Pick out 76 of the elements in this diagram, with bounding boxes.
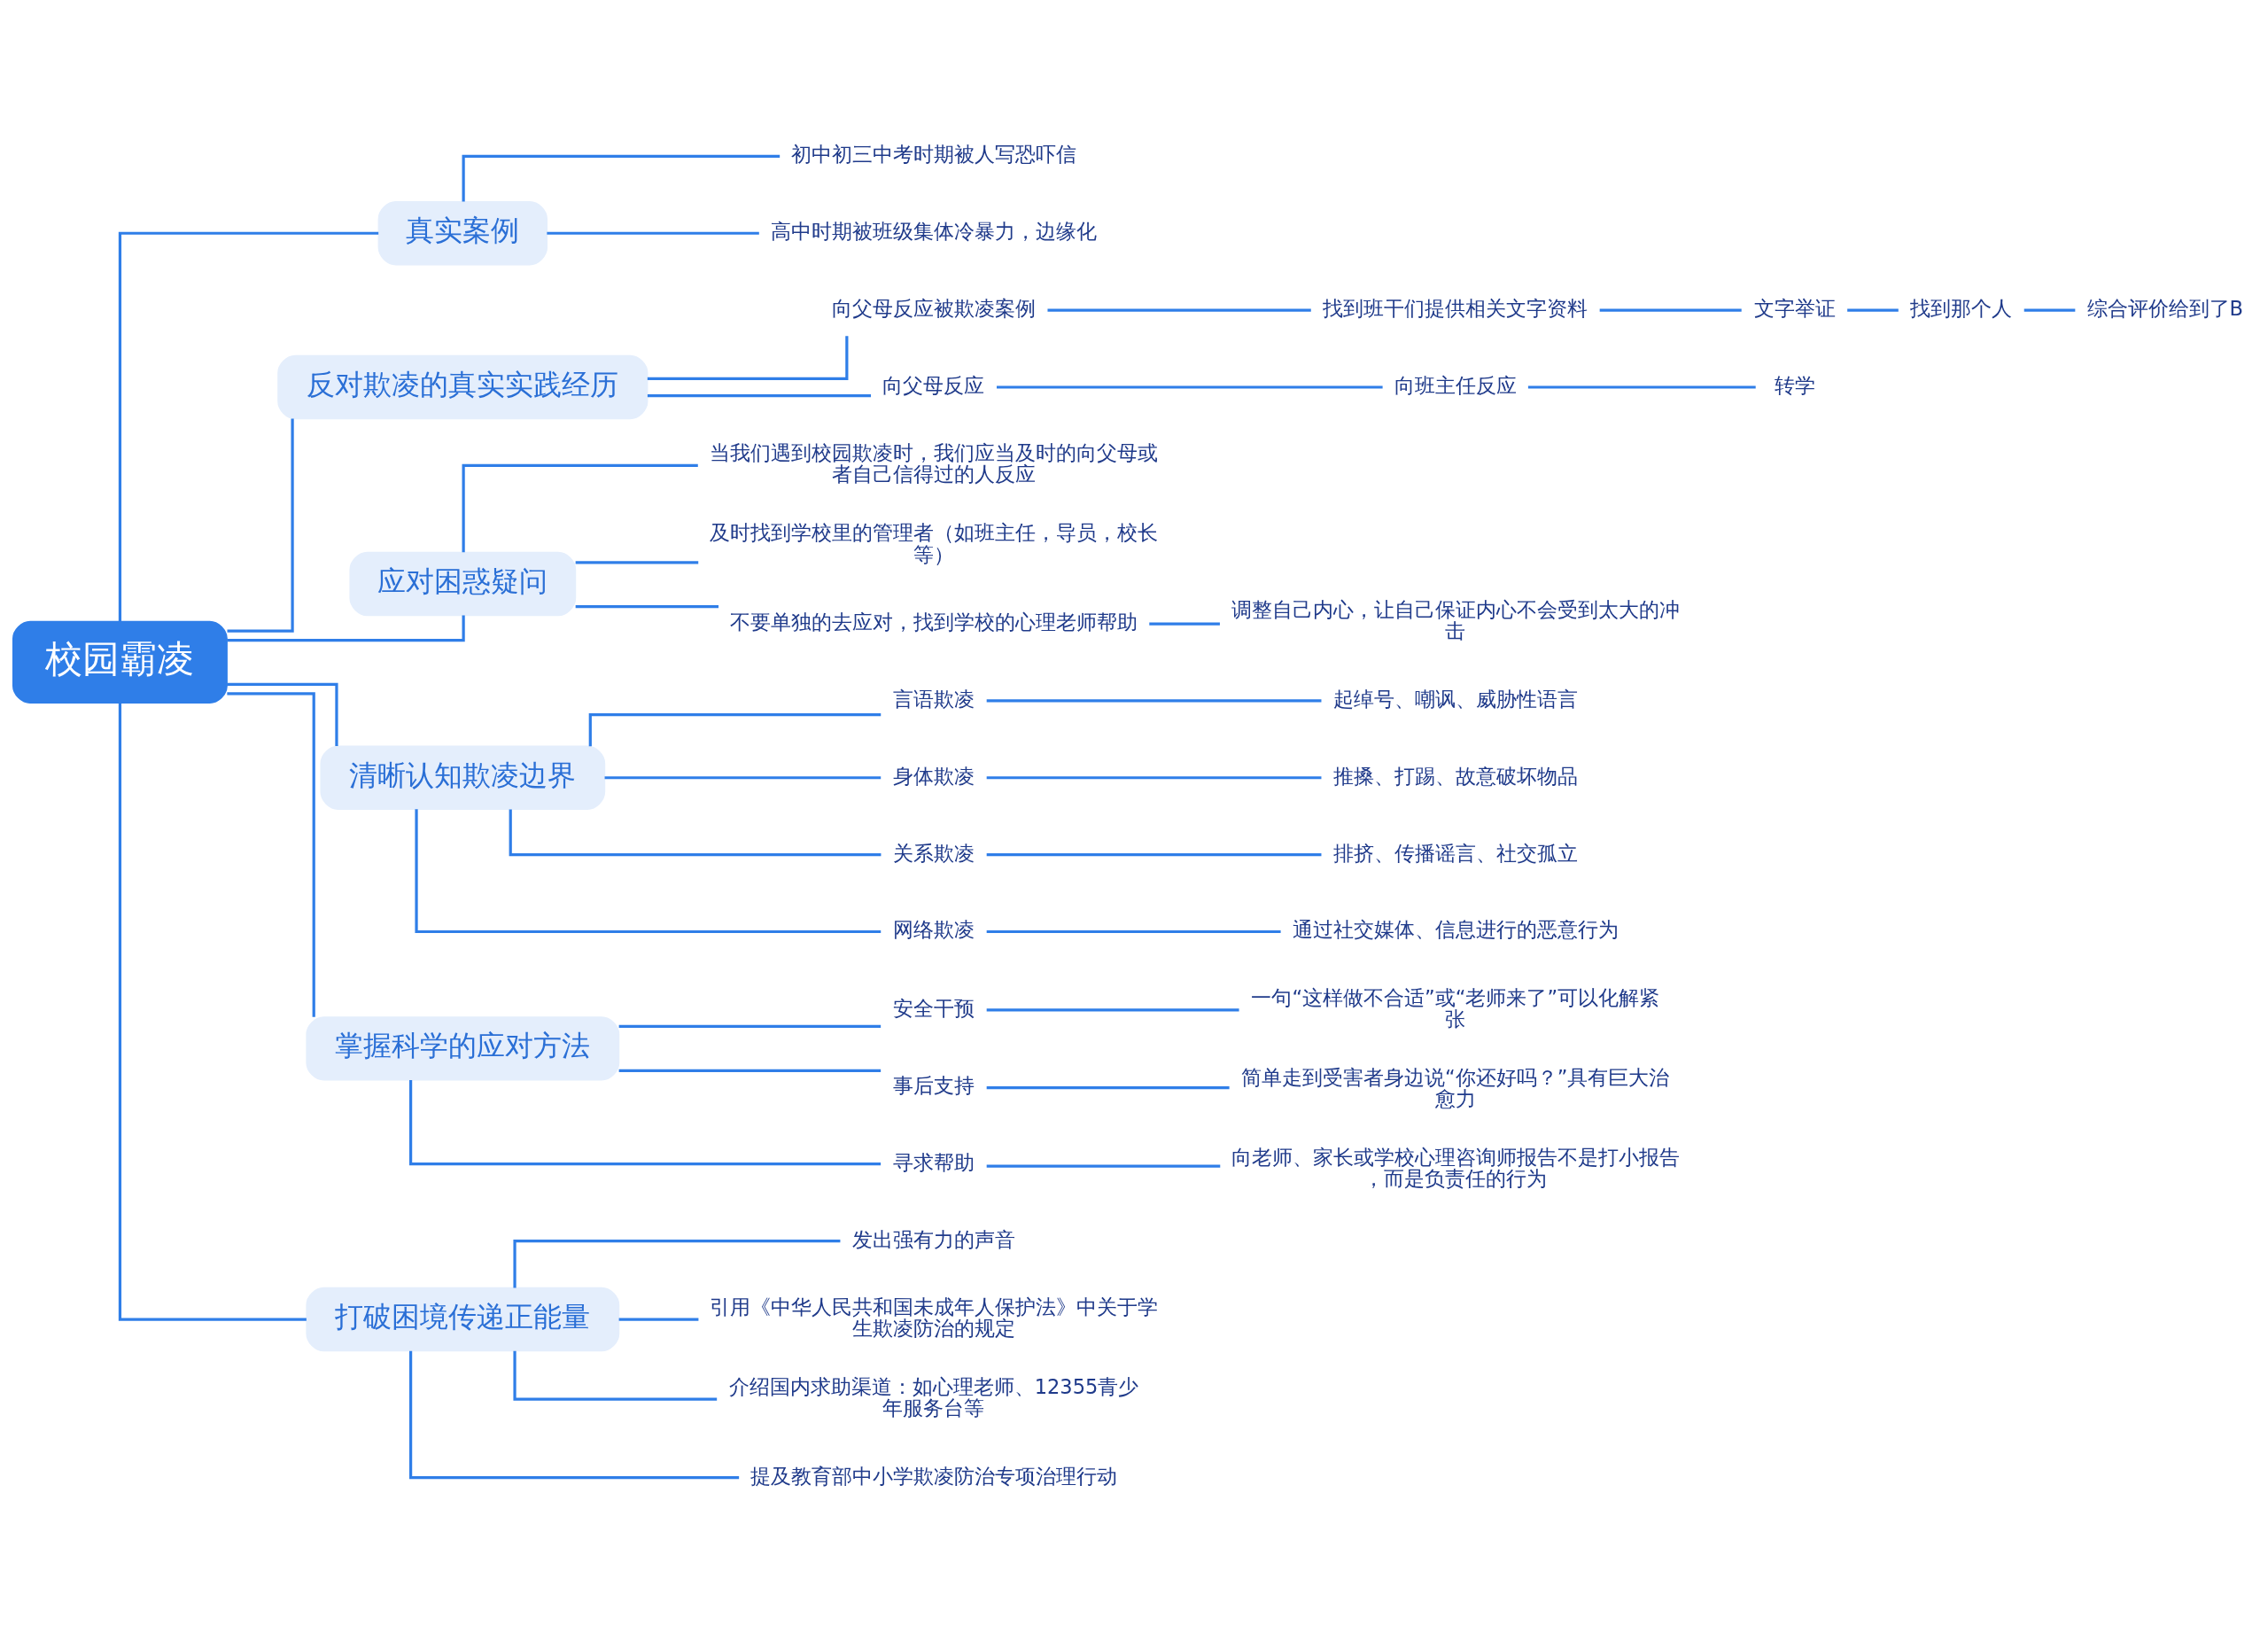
connector [986,1007,1239,1012]
node-text: 网络欺凌 [892,917,975,941]
connector [1599,308,1742,312]
node-text: 一句“这样做不合适”或“老师来了”可以化解紧张 [1251,985,1660,1030]
connector [118,703,307,1321]
connector [986,1085,1230,1089]
connector [986,852,1322,856]
node-box: 反对欺凌的真实实践经历 [277,354,649,419]
connector [618,1069,882,1072]
node-text: 向父母反应 [882,373,985,397]
connector [513,1239,841,1288]
node-text: 初中初三中考时期被人写恐吓信 [790,142,1076,166]
node-text: 转学 [1774,373,1815,397]
connector [986,929,1281,933]
node-text: 安全干预 [892,996,975,1020]
node-box: 掌握科学的应对方法 [306,1015,620,1081]
connector [575,560,699,564]
node-text: 找到班干们提供相关文字资料 [1323,296,1588,320]
node-text: 事后支持 [892,1073,975,1097]
connector [588,712,882,746]
node-text: 寻求帮助 [892,1150,975,1174]
node-text: 综合评价给到了B [2086,296,2244,320]
connector [462,154,781,201]
node-text: 向班主任反应 [1394,373,1517,397]
connector [509,809,882,856]
connector [513,1350,718,1401]
connector [986,698,1322,702]
connector [604,775,882,779]
node-text: 向父母反应被欺凌案例 [831,296,1036,320]
connector [986,1164,1221,1168]
connector [227,682,338,746]
node-box: 清晰认知欺凌边界 [320,745,606,810]
node-text: 起绰号、嘲讽、威胁性语言 [1332,687,1578,711]
node-box: 真实案例 [377,200,548,265]
connector [118,231,379,621]
connector [997,385,1383,389]
connector [227,691,315,1017]
node-text: 关系欺凌 [892,841,975,865]
node-text: 身体欺凌 [892,764,975,788]
node-text: 介绍国内求助渠道：如心理老师、12355青少年服务台等 [728,1374,1139,1419]
connector [647,335,849,380]
node-text: 调整自己内心，让自己保证内心不会受到太大的冲击 [1231,597,1680,642]
node-text: 找到那个人 [1910,296,2013,320]
connector [1149,621,1220,626]
node-text: 言语欺凌 [892,687,975,711]
connector [1047,308,1311,312]
node-text: 引用《中华人民共和国未成年人保护法》中关于学生欺凌防治的规定 [709,1295,1158,1340]
node-text: 推搡、打踢、故意破坏物品 [1332,764,1578,788]
connector [409,1350,740,1479]
node-text: 发出强有力的声音 [851,1227,1015,1251]
connector [618,1317,699,1321]
connector [1847,308,1899,312]
node-box: 应对困惑疑问 [349,551,577,616]
connector [2023,308,2076,312]
connector [986,775,1322,779]
node-text: 简单走到受害者身边说“你还好吗？”具有巨大治愈力 [1241,1065,1670,1110]
connector [409,1079,882,1165]
connector [462,463,698,552]
connector [547,231,759,235]
connector [647,393,872,397]
node-text: 高中时期被班级集体冷暴力，边缘化 [770,219,1097,243]
node-text: 向老师、家长或学校心理咨询师报告不是打小报告，而是负责任的行为 [1231,1145,1680,1190]
connector [227,417,294,633]
node-text: 排挤、传播谣言、社交孤立 [1332,841,1578,865]
node-text: 文字举证 [1753,296,1836,320]
connector [618,1024,882,1028]
node-box: 校园霸凌 [12,620,228,704]
node-text: 及时找到学校里的管理者（如班主任，导员，校长等） [709,520,1158,566]
connector [415,808,882,933]
node-text: 不要单独的去应对，找到学校的心理老师帮助 [729,610,1138,634]
node-text: 通过社交媒体、信息进行的恶意行为 [1292,917,1619,941]
connector [575,604,719,608]
connector [1527,385,1756,389]
node-box: 打破困境传递正能量 [306,1287,620,1351]
node-text: 当我们遇到校园欺凌时，我们应当及时的向父母或者自己信得过的人反应 [709,440,1158,486]
node-text: 提及教育部中小学欺凌防治专项治理行动 [750,1464,1117,1488]
